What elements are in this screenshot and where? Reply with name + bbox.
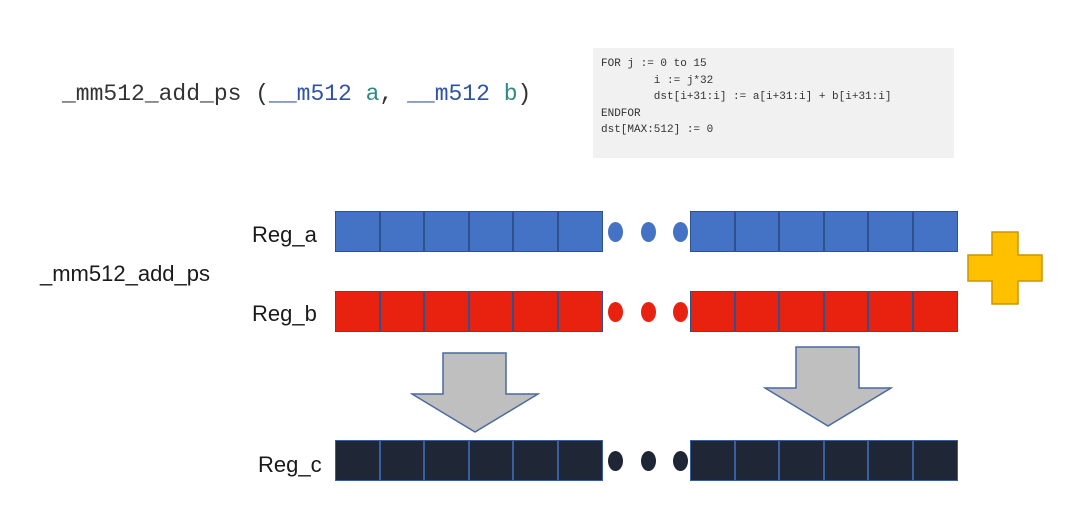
reg-a-lane xyxy=(779,211,824,252)
down-arrow-icon xyxy=(763,346,893,427)
reg-a-lane xyxy=(912,211,958,252)
function-signature: _mm512_add_ps (__m512 a, __m512 b) xyxy=(62,74,531,114)
signature-param-a: a xyxy=(351,81,380,107)
reg-c-lane xyxy=(379,440,425,481)
code-line: FOR j := 0 to 15 xyxy=(601,58,707,70)
reg-b-lane xyxy=(513,291,558,332)
reg-c-lane xyxy=(690,440,735,481)
reg-c-label: Reg_c xyxy=(258,452,322,477)
reg-c-ellipsis xyxy=(608,440,688,481)
reg-b-ellipsis xyxy=(608,291,688,332)
reg-a-lane xyxy=(513,211,558,252)
signature-param-b: b xyxy=(489,81,518,107)
signature-type-a: __m512 xyxy=(269,81,352,107)
signature-separator: , xyxy=(379,81,408,107)
code-line: dst[MAX:512] := 0 xyxy=(601,124,714,136)
pseudocode-block: FOR j := 0 to 15 i := j*32 dst[i+31:i] :… xyxy=(593,48,954,158)
reg-b-lane xyxy=(912,291,958,332)
reg-a-lane xyxy=(690,211,735,252)
reg-b-lane xyxy=(734,291,780,332)
ellipsis-dot xyxy=(608,221,623,242)
code-line: dst[i+31:i] := a[i+31:i] + b[i+31:i] xyxy=(601,91,892,103)
reg-c-lane xyxy=(557,440,603,481)
reg-b-lane xyxy=(424,291,469,332)
reg-a-lane xyxy=(823,211,869,252)
ellipsis-dot xyxy=(673,221,688,242)
reg-a-lane xyxy=(734,211,780,252)
ellipsis-dot xyxy=(673,301,688,322)
reg-a-lane xyxy=(468,211,514,252)
reg-b-lanes-right xyxy=(690,291,958,332)
reg-c-lane xyxy=(335,440,380,481)
code-line: i := j*32 xyxy=(601,74,714,87)
reg-a-label: Reg_a xyxy=(252,222,317,247)
reg-b-lane xyxy=(335,291,380,332)
reg-a-lane xyxy=(424,211,469,252)
down-arrow-icon xyxy=(410,352,540,433)
reg-a-lane xyxy=(557,211,603,252)
reg-c-lane xyxy=(823,440,869,481)
reg-b-lane xyxy=(868,291,913,332)
plus-icon xyxy=(967,231,1043,305)
reg-a-lanes-left xyxy=(335,211,603,252)
reg-a-lane xyxy=(335,211,380,252)
reg-a-ellipsis xyxy=(608,211,688,252)
reg-c-lanes-left xyxy=(335,440,603,481)
reg-b-lanes-left xyxy=(335,291,603,332)
reg-c-lane xyxy=(734,440,780,481)
ellipsis-dot xyxy=(608,450,623,471)
down-arrow-shape xyxy=(410,352,540,433)
ellipsis-dot xyxy=(673,450,688,471)
signature-close-paren: ) xyxy=(517,81,532,107)
reg-b-lane xyxy=(690,291,735,332)
plus-shape xyxy=(967,231,1043,305)
ellipsis-dot xyxy=(640,221,656,242)
ellipsis-dot xyxy=(608,301,623,322)
signature-func-name: _mm512_add_ps xyxy=(62,81,242,107)
reg-c-lane xyxy=(868,440,913,481)
reg-b-lane xyxy=(557,291,603,332)
reg-b-lane xyxy=(379,291,425,332)
reg-c-lane xyxy=(424,440,469,481)
signature-type-b: __m512 xyxy=(407,81,490,107)
reg-c-lanes-right xyxy=(690,440,958,481)
reg-c-lane xyxy=(468,440,514,481)
reg-c-lane xyxy=(513,440,558,481)
reg-b-lane xyxy=(823,291,869,332)
reg-b-lane xyxy=(779,291,824,332)
reg-a-lane xyxy=(379,211,425,252)
reg-a-lane xyxy=(868,211,913,252)
reg-b-lane xyxy=(468,291,514,332)
reg-a-lanes-right xyxy=(690,211,958,252)
code-line: ENDFOR xyxy=(601,107,641,120)
ellipsis-dot xyxy=(640,301,656,322)
ellipsis-dot xyxy=(640,450,656,471)
reg-b-label: Reg_b xyxy=(252,301,317,326)
signature-open-paren: ( xyxy=(241,81,270,107)
diagram-function-label: _mm512_add_ps xyxy=(40,261,211,286)
reg-c-lane xyxy=(779,440,824,481)
reg-c-lane xyxy=(912,440,958,481)
down-arrow-shape xyxy=(763,346,893,427)
